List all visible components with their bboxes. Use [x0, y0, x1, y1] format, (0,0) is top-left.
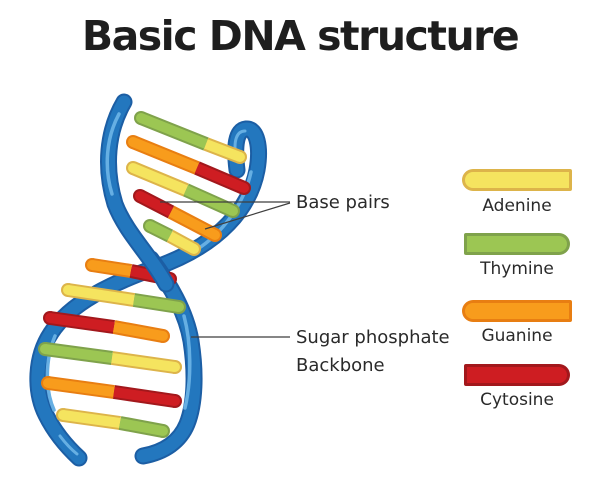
rung-segment [119, 418, 164, 436]
thymine-label: Thymine [480, 259, 554, 279]
rung-segment [235, 152, 245, 162]
strand-left-upper-highlight [105, 112, 121, 196]
rung-segment [113, 322, 164, 341]
rung-segment [58, 410, 68, 420]
strand-left-cap-highlight [58, 434, 79, 456]
rung-segment [62, 410, 121, 428]
rung-segment [174, 302, 184, 312]
rung-segment [137, 191, 174, 217]
rung-segment [204, 139, 242, 162]
base-pair-rungs [38, 111, 251, 438]
guanine-color-bar [462, 300, 572, 322]
rung-segment [189, 244, 199, 254]
rung-segment [133, 295, 180, 312]
rung-segment [158, 426, 168, 436]
strand-left-lobe-highlight [45, 334, 57, 412]
rung-segment [239, 183, 249, 193]
pointer-line-base-pairs-2 [204, 202, 291, 230]
rung-segment [228, 206, 238, 216]
rung-segment [168, 207, 218, 240]
rung-segment [131, 163, 188, 195]
cytosine-color-bar [464, 364, 570, 386]
rung-segment [139, 113, 208, 149]
rung-segment [170, 362, 180, 372]
backbone-label-line2: Backbone [296, 355, 385, 376]
thymine-color-bar [464, 233, 570, 255]
rung-segment [136, 113, 146, 123]
rung-segment [170, 396, 180, 406]
rung-segment [145, 221, 155, 231]
adenine-label: Adenine [482, 196, 552, 216]
rung-segment [135, 191, 145, 201]
rung-segment [44, 344, 113, 363]
annotation-lines [160, 201, 291, 338]
rung-segment [87, 260, 97, 270]
rung-segment [43, 378, 53, 388]
backbone-strand-left-upper [100, 93, 175, 293]
rung-segment [49, 313, 115, 332]
base-pairs-label: Base pairs [296, 192, 390, 213]
rung-segment [195, 163, 246, 193]
rung-segment [45, 313, 55, 323]
rung-segment [63, 285, 73, 295]
rung-segment [40, 344, 50, 354]
rung-segment [67, 285, 135, 305]
rung-segment [47, 378, 115, 397]
backbone-strand-left-lower [134, 250, 203, 465]
guanine-label: Guanine [481, 326, 553, 346]
page-title: Basic DNA structure [81, 12, 520, 60]
rung-segment [128, 163, 138, 173]
strand-left-lower-fill [136, 252, 201, 463]
rung-segment [128, 137, 138, 147]
adenine-color-bar [462, 169, 572, 191]
rung-segment [158, 331, 168, 341]
rung-segment [183, 185, 236, 216]
rung-segment [210, 230, 220, 240]
rung-segment [91, 260, 132, 276]
rung-segment [113, 387, 176, 406]
backbone-label-line1: Sugar phosphate [296, 327, 450, 348]
cytosine-label: Cytosine [480, 390, 554, 410]
rung-segment [131, 137, 199, 173]
rung-segment [111, 353, 176, 372]
strand-left-lower-highlight [182, 314, 192, 410]
